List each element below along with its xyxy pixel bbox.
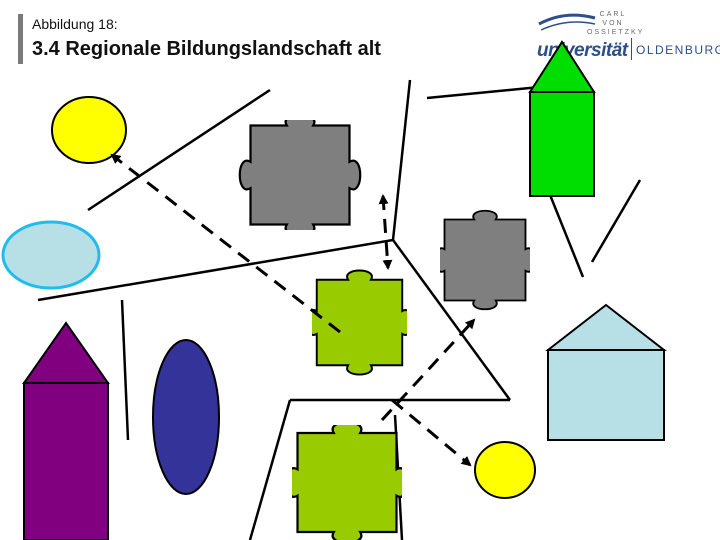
logo-line-2: VON xyxy=(602,20,624,27)
yellow-circle-bottom xyxy=(474,441,536,499)
boundary-line xyxy=(120,299,130,441)
boundary-line xyxy=(37,238,394,302)
green-house xyxy=(528,40,596,197)
boundary-line xyxy=(590,179,642,263)
lime-puzzle-piece xyxy=(292,425,402,540)
logo-line-3: OSSIETZKY xyxy=(587,29,645,36)
lime-puzzle-piece xyxy=(312,269,407,376)
dark-blue-ellipse xyxy=(152,339,220,495)
boundary-line xyxy=(248,399,292,540)
logo-swoosh xyxy=(538,13,596,31)
logo-divider xyxy=(631,38,632,60)
dashed-arrow xyxy=(391,398,472,467)
boundary-line xyxy=(391,239,512,401)
logo-city: OLDENBURG xyxy=(636,43,720,57)
header-accent-bar xyxy=(18,14,23,64)
purple-house xyxy=(22,321,110,540)
grey-puzzle-piece xyxy=(238,120,362,230)
page-title: 3.4 Regionale Bildungslandschaft alt xyxy=(32,38,381,60)
boundary-line xyxy=(87,88,271,212)
yellow-circle xyxy=(51,96,127,164)
light-blue-ellipse xyxy=(1,220,101,290)
light-blue-house xyxy=(545,303,667,441)
figure-caption: Abbildung 18: xyxy=(32,16,118,32)
logo-line-1: CARL xyxy=(599,11,627,18)
dashed-arrow xyxy=(110,153,341,334)
boundary-line xyxy=(391,79,412,241)
dashed-arrow xyxy=(378,194,393,270)
grey-puzzle-piece xyxy=(440,209,530,311)
dashed-arrows xyxy=(110,153,476,467)
